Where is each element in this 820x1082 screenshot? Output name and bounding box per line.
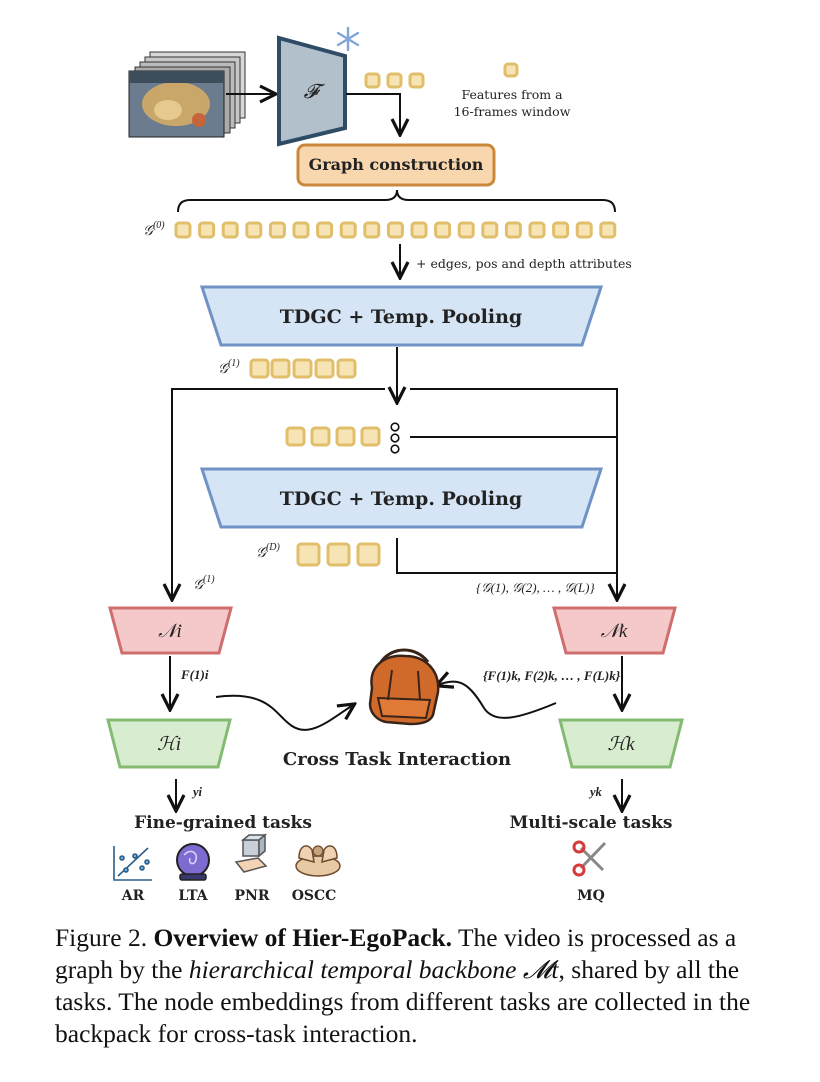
graph-node: [481, 221, 499, 239]
graph-node: [386, 221, 404, 239]
feature-nodes: [364, 72, 425, 89]
caption-text1: The video is processed as a graph by the: [55, 923, 737, 984]
snowflake-icon: [336, 26, 360, 52]
H-i-label: ℋi: [157, 734, 181, 755]
ellipsis-dots: [390, 422, 400, 454]
graph-node: [268, 221, 286, 239]
graph-brace: [177, 189, 616, 213]
scatter-icon: [113, 846, 152, 881]
tdgc-block-2: TDGC + Temp. Pooling: [199, 467, 604, 529]
graph-node: [174, 221, 192, 239]
caption-bold: Overview of Hier-EgoPack.: [153, 923, 453, 952]
g1-nodes: [249, 358, 357, 379]
tdgc-label-2: TDGC + Temp. Pooling: [280, 488, 522, 510]
task-PNR: PNR: [235, 888, 270, 904]
caption-prefix: Figure 2.: [55, 923, 148, 952]
graph-node: [504, 221, 522, 239]
H-k-label: ℋk: [607, 734, 635, 755]
g1-label: 𝒢(1): [218, 358, 240, 377]
video-frames-icon: [128, 51, 246, 138]
hand-box-icon: [234, 833, 268, 873]
graph-construction-block: Graph construction: [296, 143, 496, 187]
tdgc-block-1: TDGC + Temp. Pooling: [199, 285, 604, 347]
g0-label: 𝒢(0): [143, 220, 165, 239]
tdgc-label-1: TDGC + Temp. Pooling: [280, 306, 522, 328]
g0-node-row: [174, 221, 617, 239]
graph-node: [457, 221, 475, 239]
gD-label: 𝒢(D): [256, 542, 281, 561]
legend-node: [503, 62, 519, 78]
task-MQ: MQ: [577, 888, 605, 904]
y-k-label: yk: [588, 785, 603, 799]
graph-node: [528, 221, 546, 239]
edges-note: + edges, pos and depth attributes: [416, 256, 632, 271]
graph-node: [221, 221, 239, 239]
task-OSCC: OSCC: [292, 888, 337, 904]
y-i-label: yi: [191, 785, 203, 799]
figure-caption: Figure 2. Overview of Hier-EgoPack. The …: [55, 922, 767, 1050]
scissors-icon: [572, 840, 607, 877]
fine-grained-label: Fine-grained tasks: [134, 813, 312, 833]
N-i-block: 𝒩i: [108, 606, 233, 655]
diagram: 𝓕 Features from a 16-frames window Graph…: [106, 26, 684, 904]
crystal-ball-icon: [176, 843, 210, 881]
task-AR: AR: [121, 888, 145, 904]
N-k-label: 𝒩k: [601, 621, 628, 642]
features-note-line2: 16-frames window: [454, 104, 571, 119]
g-set-label: {𝒢(1), 𝒢(2), … , 𝒢(L)}: [476, 580, 595, 595]
N-i-label: 𝒩i: [158, 621, 182, 642]
graph-node: [339, 221, 357, 239]
graph-node: [245, 221, 263, 239]
graph-node: [599, 221, 617, 239]
g1-left-label: 𝒢(1): [193, 574, 215, 593]
F-i-label: F(1)i: [180, 667, 209, 682]
mid-nodes: [285, 426, 381, 447]
feature-extractor-block: 𝓕: [277, 35, 347, 147]
task-LTA: LTA: [178, 888, 208, 904]
caption-text2: , shared by all the tasks. The node embe…: [55, 955, 751, 1048]
F-k-set-label: {F(1)k, F(2)k, … , F(L)k}: [483, 668, 621, 683]
graph-node: [410, 221, 428, 239]
hands-clay-icon: [295, 845, 341, 877]
graph-node: [363, 221, 381, 239]
N-k-block: 𝒩k: [552, 606, 677, 655]
graph-node: [316, 221, 334, 239]
gD-nodes: [296, 542, 381, 567]
H-i-block: ℋi: [106, 718, 232, 769]
features-note-line1: Features from a: [461, 87, 563, 102]
graph-node: [292, 221, 310, 239]
caption-italic: hierarchical temporal backbone: [188, 955, 517, 984]
graph-node: [198, 221, 216, 239]
graph-node: [575, 221, 593, 239]
H-k-block: ℋk: [558, 718, 684, 769]
cross-task-label: Cross Task Interaction: [283, 749, 511, 770]
graph-construction-label: Graph construction: [309, 155, 484, 174]
multi-scale-label: Multi-scale tasks: [510, 813, 673, 833]
backpack-icon: [368, 648, 440, 726]
graph-node: [434, 221, 452, 239]
graph-node: [552, 221, 570, 239]
caption-math: 𝓜t: [516, 955, 559, 984]
